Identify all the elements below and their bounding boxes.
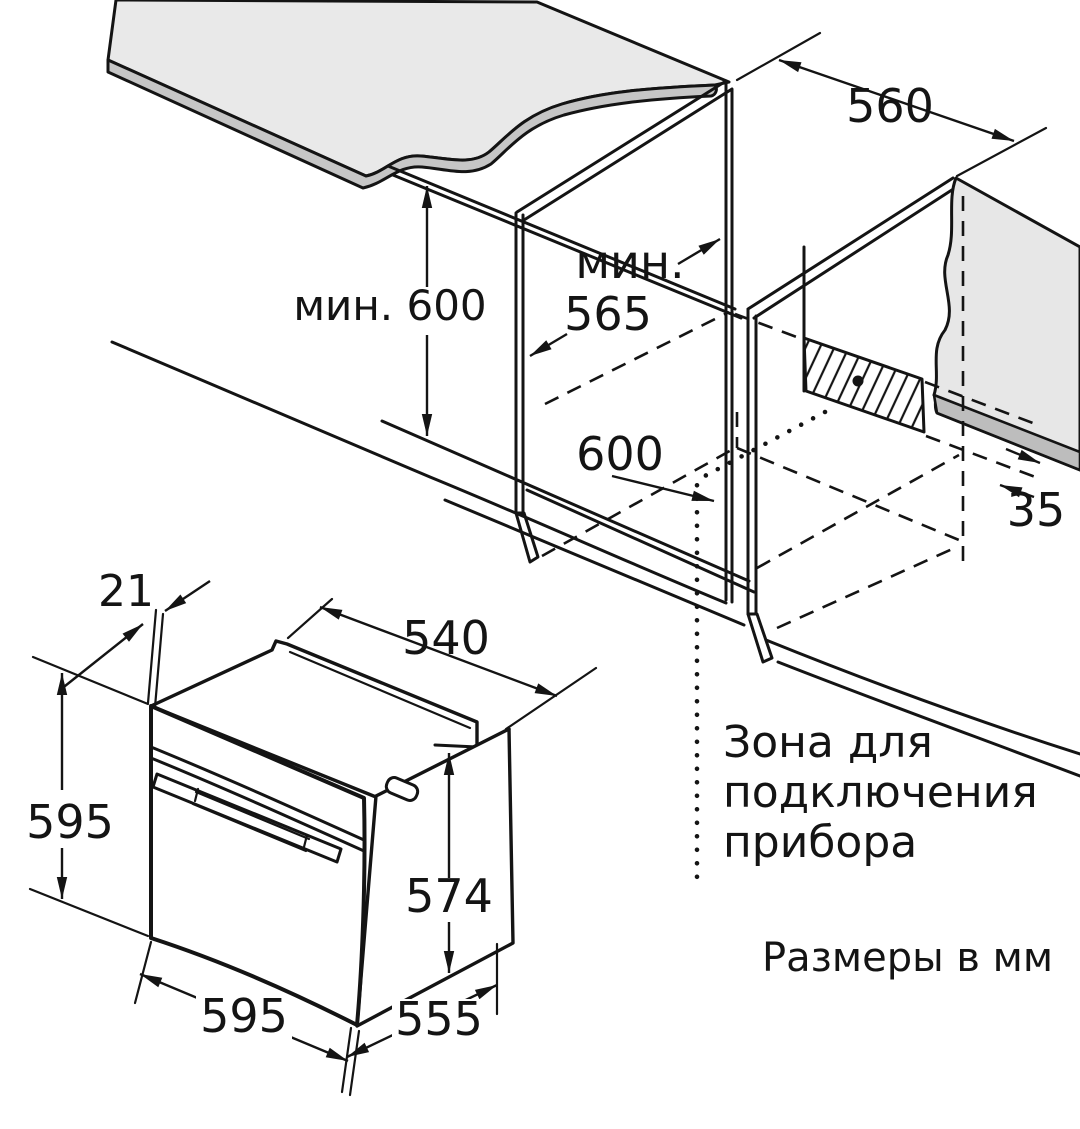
connection-point-dot [852,375,864,387]
connection-zone-dotted-leader [694,409,828,891]
dimension-21: 21 [59,566,211,709]
width-595-label: 595 [200,989,288,1043]
gap-35-label: 35 [1007,483,1066,537]
countertop-underside-edges [386,164,743,320]
floor-600-label: 600 [576,427,664,481]
depth-555-label: 555 [395,992,483,1046]
dimension-min-600: мин. 600 [293,186,487,436]
width-560-label: 560 [846,79,934,133]
connection-zone-label: Зона для подключения прибора [723,717,1038,868]
depth-565-label: 565 [564,287,652,341]
niche-floor [380,419,756,594]
dimension-35: 35 [999,447,1066,537]
min-600-label: мин. 600 [293,281,486,330]
top-540-label: 540 [402,611,490,665]
countertop [106,0,731,190]
min-label: мин. [575,235,684,289]
floor-base-lines [110,340,1080,778]
height-595-label: 595 [26,795,114,849]
body-574-label: 574 [405,869,493,923]
wall [932,176,1080,472]
connection-zone-line3: прибора [723,817,917,868]
door-21-label: 21 [98,566,154,617]
tall-cabinet-left-panel [514,79,734,604]
side-grip-cutout [384,776,420,802]
dimension-555: 555 [346,942,499,1059]
connection-zone-line1: Зона для [723,717,933,768]
dimension-595-height: 595 [26,655,150,938]
dimension-600-floor: 600 [576,427,715,503]
oven-isometric [149,639,515,1028]
dimension-595-width: 595 [133,940,361,1097]
niche-right-panel [746,176,960,664]
dimension-560: 560 [735,31,1048,178]
hidden-edges-dashed [541,196,1039,630]
dimension-min-565: мин. 565 [529,235,721,358]
units-note: Размеры в мм [762,935,1053,981]
oven-handle [151,772,343,864]
connection-zone-hatch [802,245,926,434]
dimension-574: 574 [405,753,493,973]
dimension-540: 540 [286,597,598,731]
connection-zone-line2: подключения [723,767,1038,818]
